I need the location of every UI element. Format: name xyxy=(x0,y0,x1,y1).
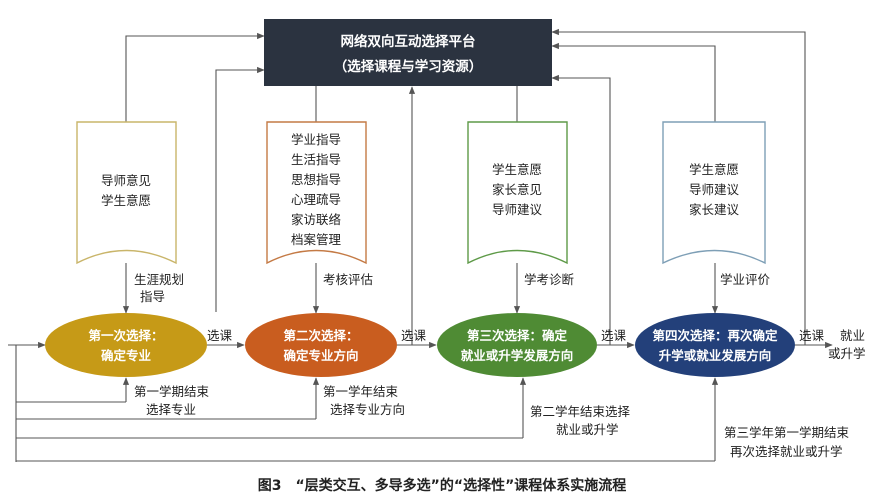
stage-4-line1: 第四次选择：再次确定 xyxy=(652,328,778,343)
guidance-box-2-line: 生活指导 xyxy=(291,152,341,167)
guidance-box-4-line: 导师建议 xyxy=(689,182,740,197)
milestone-1-line2: 选择专业 xyxy=(146,402,196,417)
guidance-box-2-line: 档案管理 xyxy=(291,232,342,247)
guidance-box-3-line: 导师建议 xyxy=(492,202,543,217)
guidance-box-1: 导师意见 学生意愿 xyxy=(76,121,177,265)
stage-4-line2: 升学或就业发展方向 xyxy=(659,348,772,363)
milestone-3-line1: 第二学年结束选择 xyxy=(530,404,631,419)
box-label-1: 生涯规划 xyxy=(134,272,184,287)
feedback-stage1-platform xyxy=(215,66,265,312)
stage-1-line2: 确定专业 xyxy=(101,348,152,363)
milestone-2-line2: 选择专业方向 xyxy=(330,402,405,417)
box-label-3: 学考诊断 xyxy=(524,272,574,287)
final-output-line2: 或升学 xyxy=(828,346,866,361)
platform-title: 网络双向互动选择平台 xyxy=(341,33,476,50)
final-output-line1: 就业 xyxy=(840,328,865,343)
final-output: 就业 或升学 xyxy=(828,328,866,361)
guidance-box-3-line: 家长意见 xyxy=(492,182,542,197)
stage-3-line1: 第三次选择：确定 xyxy=(467,328,568,343)
box-label-1: 指导 xyxy=(140,289,165,304)
feedback-stage4-platform xyxy=(551,28,806,345)
figure-caption: 图3 “层类交互、多导多选”的“选择性”课程体系实施流程 xyxy=(258,477,627,494)
guidance-box-2-line: 心理疏导 xyxy=(291,192,341,207)
stage-3: 第三次选择：确定 就业或升学发展方向 xyxy=(437,313,597,377)
box-label-2: 考核评估 xyxy=(323,272,373,287)
stage-2: 第二次选择： 确定专业方向 xyxy=(245,313,397,377)
guidance-box-2: 学业指导 生活指导 思想指导 心理疏导 家访联络 档案管理 xyxy=(266,121,367,265)
feedback-stage3-platform xyxy=(551,74,611,345)
select-label-4: 选课 xyxy=(799,328,825,343)
stage-1: 第一次选择： 确定专业 xyxy=(45,313,207,377)
milestone-notes: 第一学期结束 选择专业 第一学年结束 选择专业方向 第二学年结束选择 就业或升学… xyxy=(134,384,850,459)
guidance-box-2-line: 家访联络 xyxy=(291,212,342,227)
line-box4-platform xyxy=(551,42,716,122)
select-label-3: 选课 xyxy=(601,328,627,343)
milestone-4-line1: 第三学年第一学期结束 xyxy=(724,425,850,440)
stage-4: 第四次选择：再次确定 升学或就业发展方向 xyxy=(635,313,795,377)
guidance-box-3-line: 学生意愿 xyxy=(492,162,542,177)
guidance-box-4-line: 学生意愿 xyxy=(689,162,739,177)
guidance-box-2-line: 学业指导 xyxy=(291,132,341,147)
stage-2-line2: 确定专业方向 xyxy=(283,348,358,363)
milestone-4-line2: 再次选择就业或升学 xyxy=(730,444,843,459)
guidance-box-2-line: 思想指导 xyxy=(291,172,341,187)
guidance-box-4-line: 家长建议 xyxy=(689,202,740,217)
stage-1-line1: 第一次选择： xyxy=(88,328,163,343)
select-label-1: 选课 xyxy=(207,328,233,343)
select-label-2: 选课 xyxy=(401,328,427,343)
box-label-4: 学业评价 xyxy=(720,272,771,287)
select-course-labels: 选课 选课 选课 选课 xyxy=(207,328,825,343)
milestone-3-line2: 就业或升学 xyxy=(556,422,619,437)
box-labels: 生涯规划 指导 考核评估 学考诊断 学业评价 xyxy=(134,272,771,304)
connectors xyxy=(8,28,833,462)
line-box1-platform xyxy=(125,32,265,122)
guidance-box-1-line: 导师意见 xyxy=(101,173,151,188)
guidance-box-1-line: 学生意愿 xyxy=(101,193,151,208)
milestone-1-line1: 第一学期结束 xyxy=(134,384,210,399)
platform-box: 网络双向互动选择平台 （选择课程与学习资源） xyxy=(264,19,552,86)
stage-2-line1: 第二次选择： xyxy=(283,328,358,343)
stage-3-line2: 就业或升学发展方向 xyxy=(461,348,574,363)
platform-subtitle: （选择课程与学习资源） xyxy=(334,58,483,75)
guidance-box-4: 学生意愿 导师建议 家长建议 xyxy=(662,121,766,265)
guidance-box-3: 学生意愿 家长意见 导师建议 xyxy=(467,121,568,265)
milestone-2-line1: 第一学年结束 xyxy=(323,384,399,399)
